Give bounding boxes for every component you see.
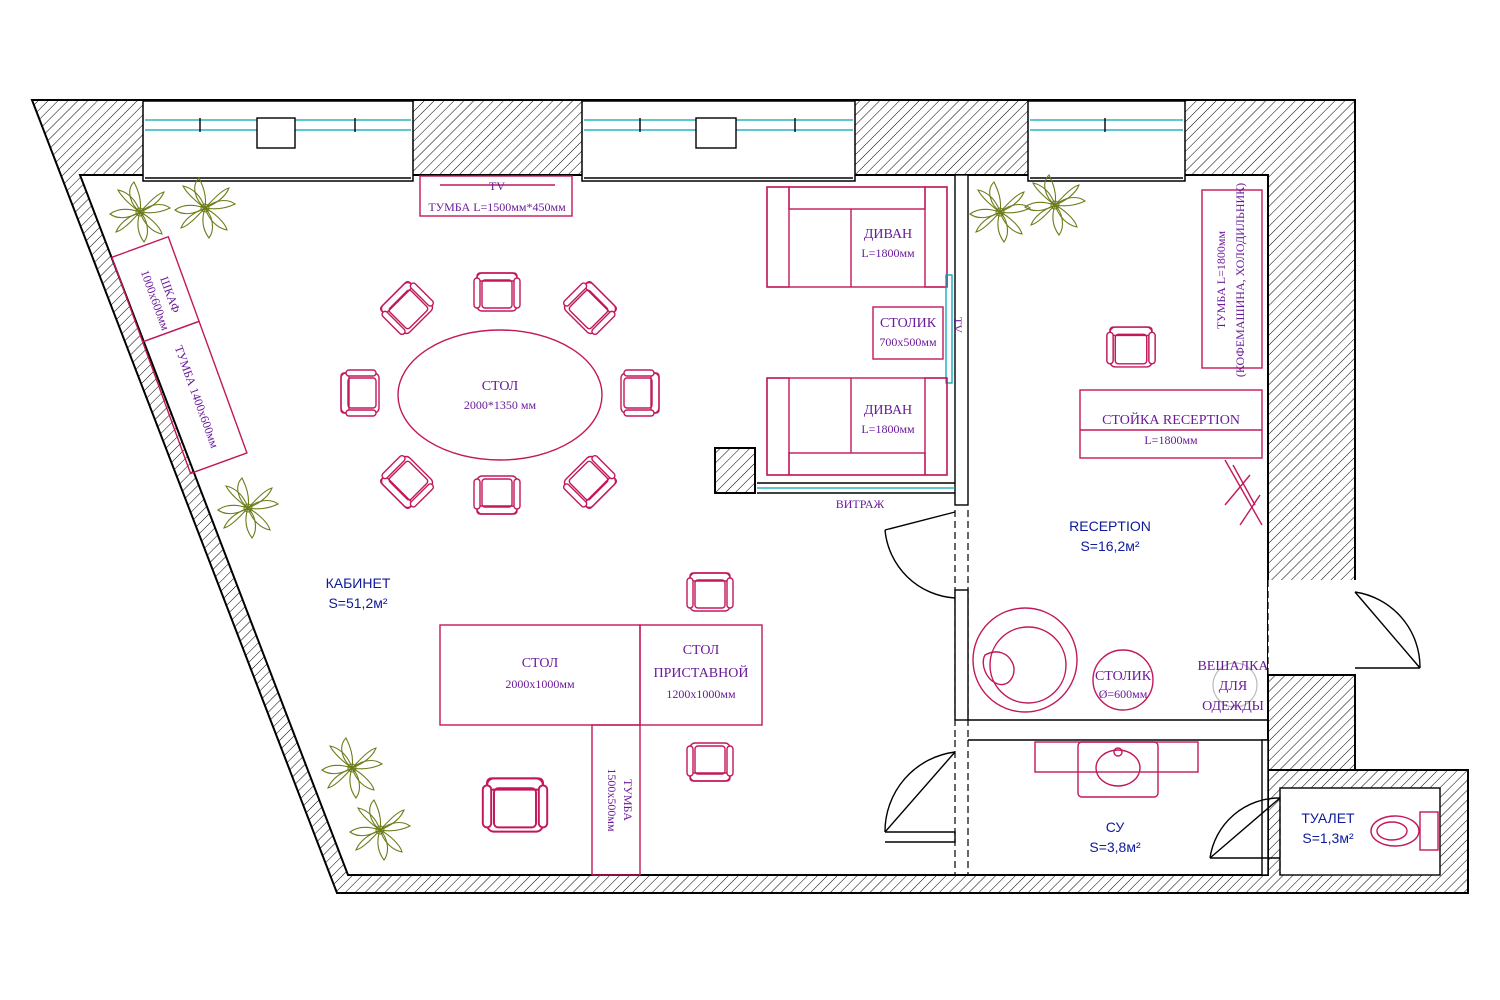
toilet-room-area: S=1,3м² xyxy=(1302,830,1354,846)
toilet-room-name: ТУАЛЕТ xyxy=(1301,810,1355,826)
extension-desk-size: 1200х1000мм xyxy=(666,687,736,701)
coat-rack: ВЕШАЛКА ДЛЯ ОДЕЖДЫ xyxy=(1197,659,1269,714)
tv-stand: TV ТУМБА L=1500мм*450мм xyxy=(419,175,573,217)
coat-rack-line3: ОДЕЖДЫ xyxy=(1202,699,1264,714)
coffee-table: СТОЛИК 700x500мм TV xyxy=(872,274,965,384)
desk-cabinet-size: 1500х500мм xyxy=(605,768,619,832)
coffee-table-size: 700x500мм xyxy=(879,335,937,349)
extension-desk-label-1: СТОЛ xyxy=(683,643,720,658)
office-room-area: S=51,2м² xyxy=(328,595,387,611)
office-room-name: КАБИНЕТ xyxy=(326,575,391,591)
reception-room-area: S=16,2м² xyxy=(1080,538,1139,554)
doors xyxy=(884,511,1421,859)
desk-size: 2000х1000мм xyxy=(505,677,575,691)
reception-cabinet: ТУМБА L=1800мм (КОФЕМАШИНА, ХОЛОДИЛЬНИК) xyxy=(1201,183,1263,377)
partitions xyxy=(714,174,1281,876)
sofa-top: ДИВАН L=1800мм xyxy=(766,186,948,288)
wc-room-name: СУ xyxy=(1106,819,1125,835)
coat-rack-line1: ВЕШАЛКА xyxy=(1197,659,1269,674)
sofa-bottom: ДИВАН L=1800мм xyxy=(766,377,948,476)
sofa-top-size: L=1800мм xyxy=(861,246,915,260)
tv-small-label: TV xyxy=(951,317,965,333)
coat-rack-line2: ДЛЯ xyxy=(1219,679,1247,694)
sofa-bottom-label: ДИВАН xyxy=(864,403,912,418)
meeting-table-group: СТОЛ 2000*1350 мм xyxy=(340,272,660,515)
sofa-bottom-size: L=1800мм xyxy=(861,422,915,436)
stained-glass-label: ВИТРАЖ xyxy=(836,497,885,511)
reception-counter: СТОЙКА RECEPTION L=1800мм xyxy=(1079,389,1263,459)
reception-monitor xyxy=(1224,459,1263,526)
round-table-label: СТОЛИК xyxy=(1095,669,1152,684)
tv-stand-label: ТУМБА L=1500мм*450мм xyxy=(428,200,566,214)
desk-cabinet-label: ТУМБА xyxy=(621,779,635,821)
reception-cabinet-line2: (КОФЕМАШИНА, ХОЛОДИЛЬНИК) xyxy=(1233,183,1247,377)
toilet-fixture xyxy=(1370,811,1439,851)
round-coffee-table: СТОЛИК Ø=600мм xyxy=(1092,649,1154,711)
desk-label: СТОЛ xyxy=(522,656,559,671)
armchair-round xyxy=(972,607,1078,713)
reception-counter-label: СТОЙКА RECEPTION xyxy=(1102,411,1240,428)
walls xyxy=(30,99,1469,894)
reception-cabinet-line1: ТУМБА L=1800мм xyxy=(1214,231,1228,330)
sofa-top-label: ДИВАН xyxy=(864,227,912,242)
wc-sink xyxy=(1034,741,1199,798)
tv-label: TV xyxy=(489,179,505,193)
desk-group: СТОЛ 2000х1000мм СТОЛ ПРИСТАВНОЙ 1200х10… xyxy=(439,572,763,876)
windows xyxy=(145,117,1183,179)
plants xyxy=(109,174,1086,861)
round-table-size: Ø=600мм xyxy=(1099,687,1148,701)
reception-counter-size: L=1800мм xyxy=(1144,433,1198,447)
wc-room-area: S=3,8м² xyxy=(1089,839,1141,855)
reception-room-name: RECEPTION xyxy=(1069,518,1151,534)
extension-desk-label-2: ПРИСТАВНОЙ xyxy=(654,664,749,681)
meeting-table-size: 2000*1350 мм xyxy=(464,398,537,412)
coffee-table-label: СТОЛИК xyxy=(880,316,937,331)
meeting-table-label: СТОЛ xyxy=(482,379,519,394)
